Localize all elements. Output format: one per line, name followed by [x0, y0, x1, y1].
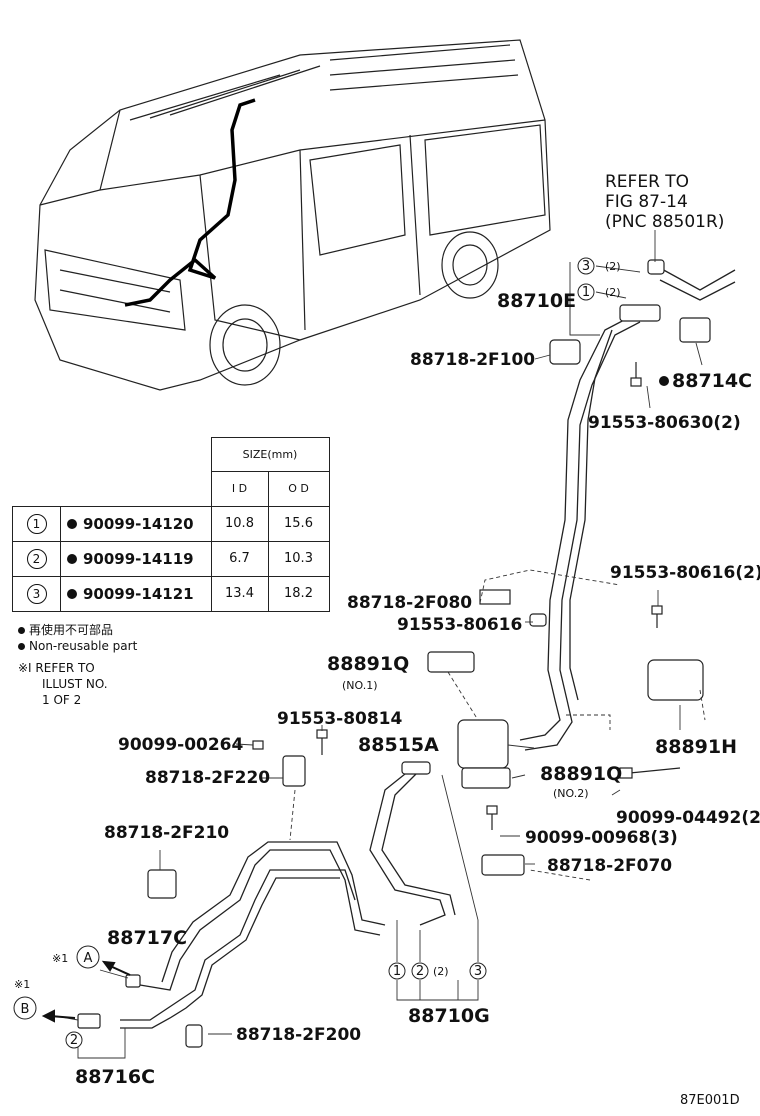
part-labels: 88710E 88718-2F100 88714C 91553-80630(2)… [75, 290, 760, 1108]
id-header: I D [210, 471, 269, 507]
table-row: 3 90099-14121 13.4 18.2 [12, 575, 330, 612]
refer-note: REFER TO FIG 87-14 (PNC 88501R) [605, 172, 724, 232]
callout-1-bottom: 1 [393, 964, 401, 979]
row-key: 3 [26, 583, 47, 604]
label-91553-80630: 91553-80630(2) [588, 413, 741, 433]
callout-a: A [84, 951, 93, 966]
refer-illust-line3: 1 OF 2 [42, 693, 82, 707]
callout-markers: 3 (2) 1 (2) 1 2 (2) 3 2 A ※1 B ※1 [13, 257, 621, 1049]
callout-3-top: 3 [582, 259, 590, 274]
nonreusable-dot-icon [18, 643, 25, 650]
row-part: 90099-14119 [83, 549, 194, 568]
ref-mark-b: ※1 [14, 978, 30, 991]
refer-illust-line2: ILLUST NO. [42, 677, 108, 691]
row-od: 10.3 [267, 540, 330, 577]
label-88714c: 88714C [672, 370, 752, 392]
pipe-lines [120, 267, 736, 1029]
label-88710e: 88710E [497, 290, 576, 312]
row-id: 6.7 [210, 540, 269, 577]
label-90099-04492: 90099-04492(2) [616, 808, 760, 828]
callout-2-left: 2 [70, 1033, 78, 1048]
label-91553-80814: 91553-80814 [277, 709, 403, 729]
row-od: 18.2 [267, 575, 330, 612]
label-88718-2f200: 88718-2F200 [236, 1025, 361, 1045]
refer-note-line1: REFER TO [605, 172, 689, 192]
bolts [252, 362, 681, 830]
label-88718-2f100: 88718-2F100 [410, 350, 535, 370]
label-no2: (NO.2) [553, 787, 589, 800]
label-88718-2f080: 88718-2F080 [347, 593, 472, 613]
nonreusable-jp: 再使用不可部品 [29, 623, 114, 637]
label-88515a: 88515A [358, 734, 439, 756]
label-88718-2f220: 88718-2F220 [145, 768, 270, 788]
van-illustration [34, 39, 551, 391]
callout-b: B [21, 1002, 30, 1017]
nonreusable-en: Non-reusable part [29, 639, 138, 653]
label-91553-80616-2: 91553-80616(2) [610, 563, 760, 583]
callout-3-bottom: 3 [474, 964, 482, 979]
row-key: 2 [26, 548, 47, 569]
figure-id: 87E001D [680, 1093, 740, 1108]
table-row: 1 90099-14120 10.8 15.6 [12, 505, 330, 542]
refer-note-line3: (PNC 88501R) [605, 212, 724, 232]
label-88891h: 88891H [655, 736, 737, 758]
nonreusable-dot-icon [67, 554, 77, 564]
size-table: SIZE(mm) I D O D 1 90099-14120 10.8 15.6… [12, 437, 330, 612]
nonreusable-dot-icon [18, 627, 25, 634]
row-id: 13.4 [210, 575, 269, 612]
od-header: O D [267, 471, 330, 507]
legend-notes: 再使用不可部品 Non-reusable part ※I REFER TO IL… [18, 622, 137, 708]
ref-mark-a: ※1 [52, 952, 68, 965]
arrows [41, 960, 131, 1023]
label-no1: (NO.1) [342, 679, 378, 692]
label-88891q-top: 88891Q [327, 653, 409, 675]
refer-illust-line1: ※I REFER TO [18, 661, 95, 675]
row-part: 90099-14120 [83, 514, 194, 533]
label-91553-80616: 91553-80616 [397, 615, 522, 635]
label-88710g: 88710G [408, 1005, 490, 1027]
qty-label-bottom: (2) [433, 965, 449, 978]
row-key: 1 [26, 513, 47, 534]
label-88718-2f070: 88718-2F070 [547, 856, 672, 876]
nonreusable-dot-icon [67, 519, 77, 529]
row-id: 10.8 [210, 505, 269, 542]
nonreusable-dot-icon [67, 589, 77, 599]
qty-label-top2: (2) [605, 286, 621, 299]
row-part: 90099-14121 [83, 584, 194, 603]
table-row: 2 90099-14119 6.7 10.3 [12, 540, 330, 577]
label-88717c: 88717C [107, 927, 187, 949]
row-od: 15.6 [267, 505, 330, 542]
label-88716c: 88716C [75, 1066, 155, 1088]
qty-label-top: (2) [605, 260, 621, 273]
callout-2-bottom: 2 [416, 964, 424, 979]
size-header: SIZE(mm) [210, 437, 330, 472]
label-90099-00264: 90099-00264 [118, 735, 244, 755]
components [77, 259, 711, 1048]
label-88718-2f210: 88718-2F210 [104, 823, 229, 843]
refer-note-line2: FIG 87-14 [605, 192, 688, 212]
callout-1-top: 1 [582, 285, 590, 300]
label-90099-00968: 90099-00968(3) [525, 828, 678, 848]
label-88891q-bottom: 88891Q [540, 763, 622, 785]
